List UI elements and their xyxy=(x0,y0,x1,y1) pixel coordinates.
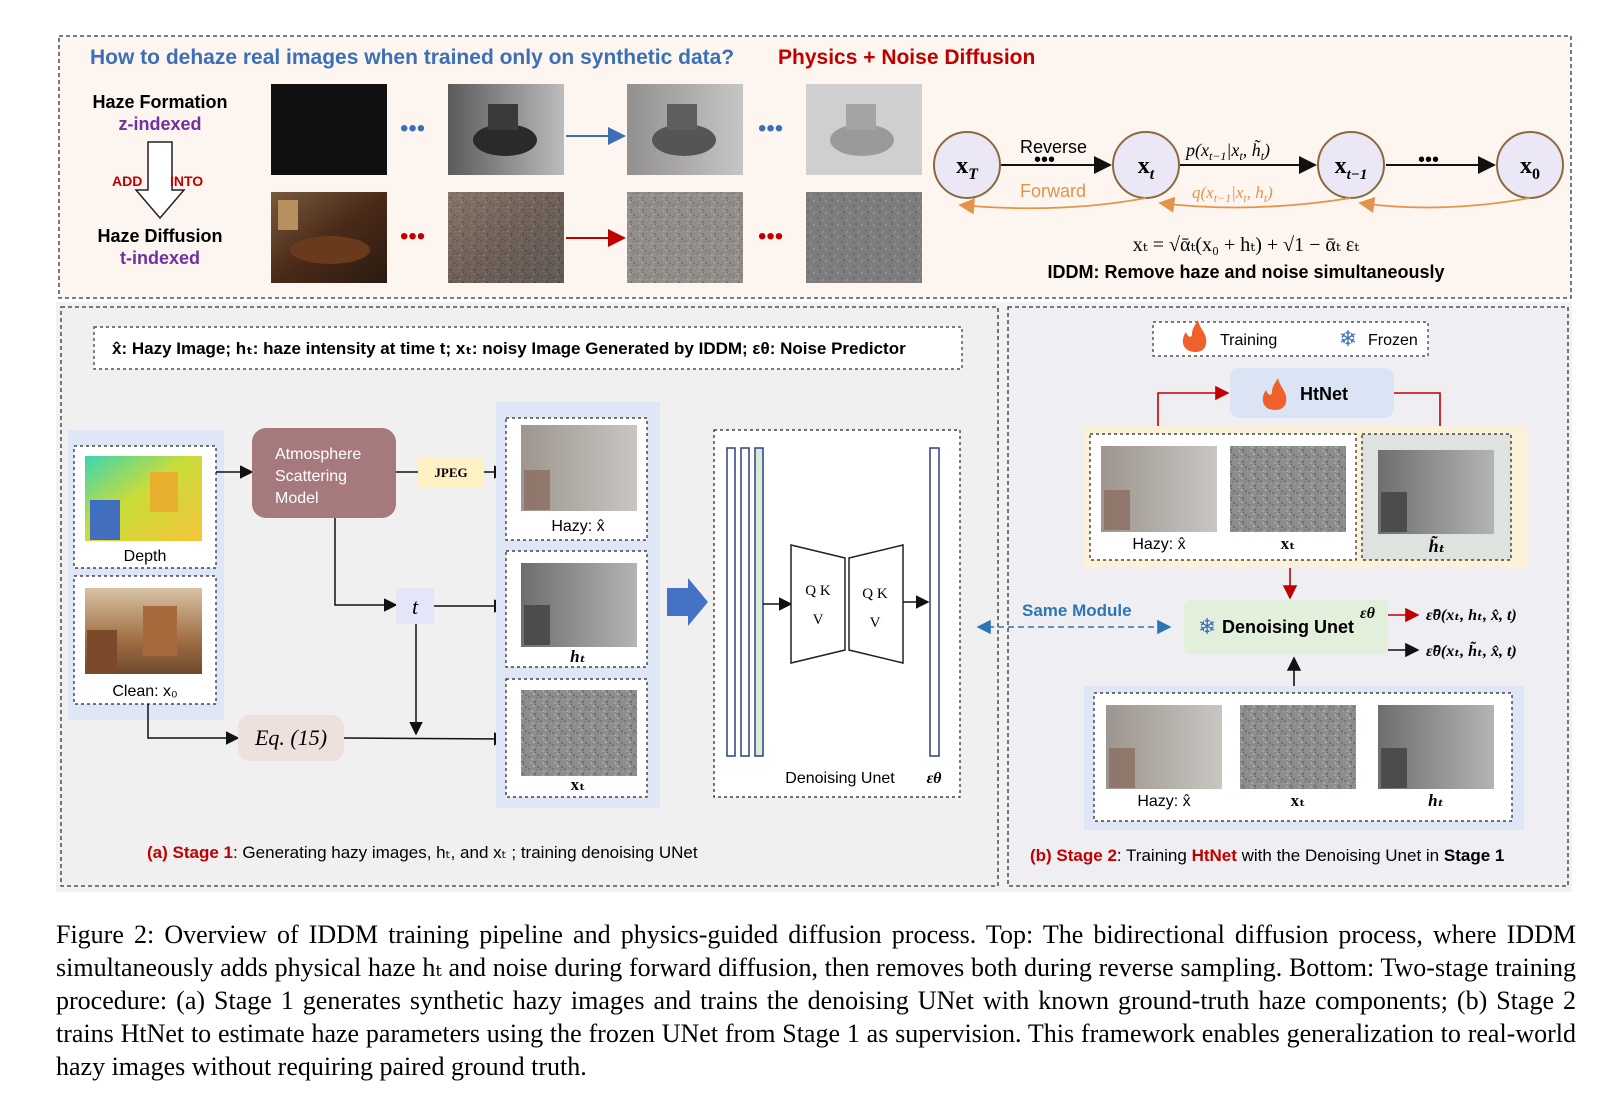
dots-top-2: ••• xyxy=(758,115,783,142)
xt-image xyxy=(521,690,637,776)
depth-label: Depth xyxy=(124,548,167,565)
haze-formation-label: Haze Formation xyxy=(92,92,227,112)
into-label: INTO xyxy=(170,173,203,189)
stage2-snowflake-icon: ❄ xyxy=(1198,614,1216,639)
stage1-legend: x̂: Hazy Image; hₜ: haze intensity at ti… xyxy=(112,339,906,358)
fire-icon xyxy=(1182,320,1207,352)
z-indexed-label: z-indexed xyxy=(118,114,201,134)
clean-image xyxy=(85,588,202,674)
svg-text:Atmosphere: Atmosphere xyxy=(275,446,361,463)
svg-text:xt−1: xt−1 xyxy=(1335,153,1368,183)
stage2-hazy-label-2: Hazy: x̂ xyxy=(1137,793,1190,810)
diffusion-image-t0 xyxy=(271,192,387,283)
stage2-xt-label-2: xₜ xyxy=(1291,791,1306,810)
haze-image-z1 xyxy=(448,84,564,175)
stage2-hazy-image-2 xyxy=(1106,705,1222,789)
stage2-ht-label: hₜ xyxy=(1428,791,1444,810)
snowflake-icon: ❄ xyxy=(1339,326,1357,351)
haze-image-z3 xyxy=(806,84,922,175)
figure-caption: Figure 2: Overview of IDDM training pipe… xyxy=(56,920,1576,1081)
unet-label: Denoising Unet xyxy=(785,770,895,787)
same-module-label: Same Module xyxy=(1022,601,1132,620)
eps-label: εθ xyxy=(927,770,943,787)
svg-text:•••: ••• xyxy=(1418,149,1439,171)
stage1-caption: (a) Stage 1: Generating hazy images, hₜ,… xyxy=(147,843,698,862)
stage2-hazy-image xyxy=(1101,446,1217,532)
output-eps-gt: ε̃θ(xₜ, hₜ, x̂, t) xyxy=(1426,607,1517,624)
training-label: Training xyxy=(1220,332,1277,349)
svg-text:•••: ••• xyxy=(1034,149,1055,171)
xt-label: xₜ xyxy=(571,775,586,794)
haze-image-z2 xyxy=(627,84,743,175)
top-question: How to dehaze real images when trained o… xyxy=(90,46,734,69)
haze-image-z0 xyxy=(271,84,387,175)
diffusion-equation: xₜ = √ᾱₜ(x₀ + hₜ) + √1 − ᾱₜ εₜ xyxy=(1133,234,1359,256)
svg-text:JPEG: JPEG xyxy=(434,465,467,480)
stage2-caption: (b) Stage 2: Training HtNet with the Den… xyxy=(1030,846,1504,865)
jpeg-box xyxy=(418,457,484,487)
figure-diagram: How to dehaze real images when trained o… xyxy=(56,35,1572,892)
stage2-hazy-label: Hazy: x̂ xyxy=(1132,536,1185,553)
stage2-xt-label: xₜ xyxy=(1281,534,1296,553)
svg-text:xt: xt xyxy=(1138,153,1155,183)
svg-text:Scattering: Scattering xyxy=(275,468,347,485)
p-transition-label: p(xt−1|xt, h̃t) xyxy=(1184,139,1270,163)
clean-label: Clean: x₀ xyxy=(112,683,177,700)
atmosphere-scattering-model xyxy=(252,428,396,518)
svg-text:V: V xyxy=(870,615,881,631)
unet-decoder xyxy=(848,544,904,664)
t-box xyxy=(396,588,434,624)
svg-text:Eq. (15): Eq. (15) xyxy=(254,725,327,750)
dots-bottom-2: ••• xyxy=(758,223,783,250)
stage2-unet-box xyxy=(1184,600,1388,654)
svg-text:x0: x0 xyxy=(1520,153,1540,183)
q-transition-label: q(xt−1|xt, ht) xyxy=(1192,183,1273,205)
ht-label: hₜ xyxy=(570,647,586,666)
add-into-arrow xyxy=(134,141,186,220)
stage1-legend-box xyxy=(93,326,963,370)
hazy-label: Hazy: x̂ xyxy=(551,518,604,535)
node-xT xyxy=(933,131,1001,199)
output-eps-est: ε̃θ(xₜ, h̃ₜ, x̂, t) xyxy=(1426,641,1517,660)
svg-text:Q K: Q K xyxy=(805,583,831,599)
svg-text:HtNet: HtNet xyxy=(1300,384,1348,404)
stage2-ht-image xyxy=(1378,705,1494,789)
dots-top-1: ••• xyxy=(400,115,425,142)
haze-diffusion-label: Haze Diffusion xyxy=(97,226,222,246)
ht-tilde-label: h̃ₜ xyxy=(1429,535,1446,556)
diffusion-image-tT xyxy=(806,192,922,283)
svg-text:Model: Model xyxy=(275,490,319,507)
dots-bottom-1: ••• xyxy=(400,223,425,250)
forward-label: Forward xyxy=(1020,181,1086,201)
t-indexed-label: t-indexed xyxy=(120,248,200,268)
big-arrow xyxy=(667,578,708,626)
eq15-box xyxy=(238,715,344,761)
add-label: ADD xyxy=(112,173,142,189)
stage2-xt-image-2 xyxy=(1240,705,1356,789)
diffusion-image-t1 xyxy=(448,192,564,283)
node-xt-1 xyxy=(1317,131,1385,199)
svg-text:εθ: εθ xyxy=(1360,605,1376,622)
reverse-label: Reverse xyxy=(1020,137,1087,157)
htnet-fire-icon xyxy=(1262,378,1287,410)
diffusion-image-t2 xyxy=(627,192,743,283)
stage2-xt-image xyxy=(1230,446,1346,532)
svg-text:xT: xT xyxy=(956,153,979,183)
ht-image xyxy=(521,563,637,647)
svg-text:Denoising Unet: Denoising Unet xyxy=(1222,617,1354,637)
diffusion-chain: xT xt xt−1 x0 ••• Reverse p(xt−1|xt, h̃t… xyxy=(933,131,1564,215)
depth-image xyxy=(85,456,202,541)
unet-encoder xyxy=(790,544,846,664)
ht-tilde-image xyxy=(1378,450,1494,534)
frozen-label: Frozen xyxy=(1368,332,1418,349)
iddm-note: IDDM: Remove haze and noise simultaneous… xyxy=(1047,262,1444,282)
svg-text:Q K: Q K xyxy=(862,586,888,602)
svg-text:V: V xyxy=(813,612,824,628)
top-highlight: Physics + Noise Diffusion xyxy=(778,46,1035,69)
hazy-image xyxy=(521,425,637,511)
svg-text:t: t xyxy=(412,594,419,619)
